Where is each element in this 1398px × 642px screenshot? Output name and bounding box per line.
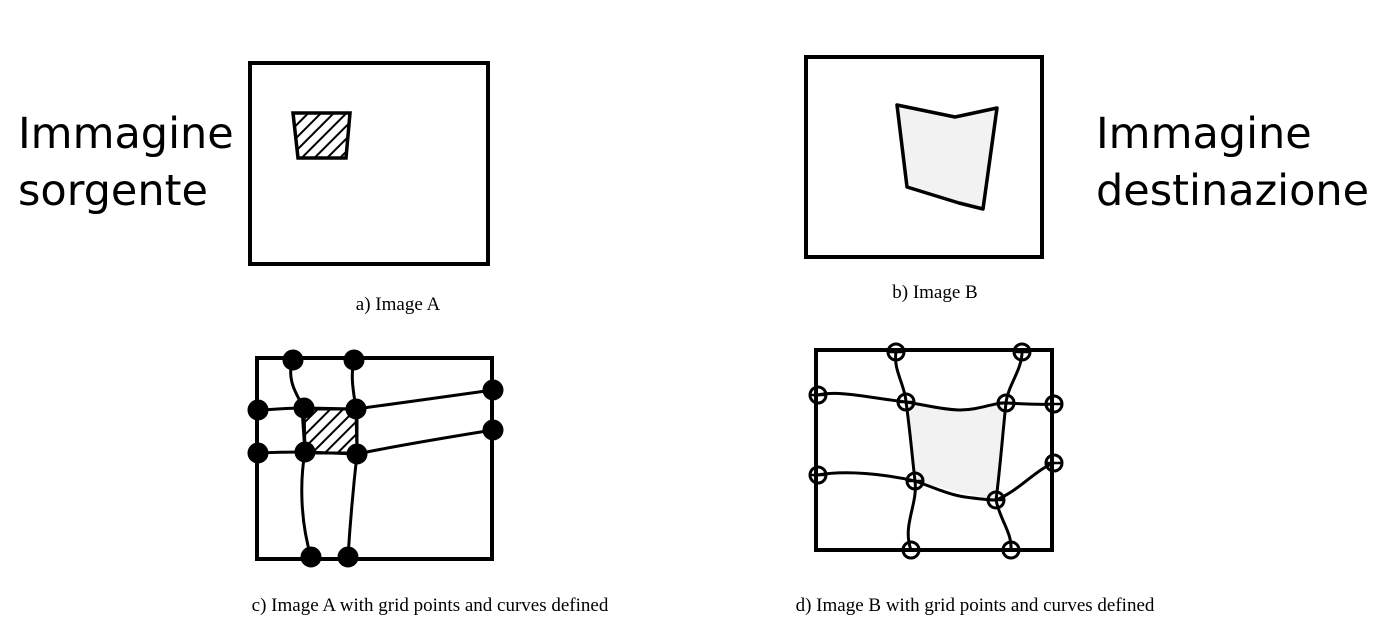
grid-point-open	[1012, 342, 1032, 362]
grid-point-open	[901, 540, 921, 560]
grid-point-open	[1044, 394, 1064, 414]
grid-point-open	[996, 393, 1016, 413]
grid-curve-h2	[257, 428, 494, 456]
grid-point-open	[1044, 453, 1064, 473]
grid-points-open	[808, 342, 1064, 560]
grid-point-open	[1001, 540, 1021, 560]
caption-a: a) Image A	[356, 294, 441, 315]
image-a-hatched-region	[291, 111, 352, 160]
source-label-line2: sorgente	[18, 166, 208, 216]
panel-image-b	[804, 55, 1044, 259]
source-label-line1: Immagine	[18, 109, 234, 159]
grid-point	[482, 419, 504, 441]
grid-curve-v1	[894, 351, 917, 551]
panel-image-a	[248, 61, 490, 266]
grid-point	[247, 442, 269, 464]
grid-point	[293, 397, 315, 419]
grid-point-open	[886, 342, 906, 362]
grid-point	[247, 399, 269, 421]
grid-point	[345, 398, 367, 420]
grid-curve-v2	[994, 351, 1024, 551]
caption-d: d) Image B with grid points and curves d…	[796, 595, 1155, 616]
grid-point	[337, 546, 359, 568]
grid-point	[282, 349, 304, 371]
dest-label-line1: Immagine	[1096, 109, 1312, 159]
grid-point-open	[808, 385, 828, 405]
grid-point	[346, 443, 368, 465]
grid-curve-h1	[817, 391, 1055, 412]
panel-image-a-grid	[247, 349, 504, 568]
caption-c: c) Image A with grid points and curves d…	[252, 595, 609, 616]
panel-image-b-grid	[808, 342, 1064, 560]
grid-curve-h1	[257, 388, 494, 412]
image-b-frame	[804, 55, 1044, 259]
image-b-grid-warped-region	[906, 402, 1006, 500]
image-b-warped-region	[895, 103, 999, 211]
image-b-grid-frame	[814, 348, 1054, 552]
caption-b: b) Image B	[892, 282, 977, 303]
grid-curve-h2	[817, 461, 1055, 502]
grid-point	[482, 379, 504, 401]
grid-point	[294, 441, 316, 463]
grid-point-open	[808, 465, 828, 485]
grid-point	[343, 349, 365, 371]
grid-point-open	[905, 471, 925, 491]
grid-point-open	[986, 490, 1006, 510]
grid-point-open	[896, 392, 916, 412]
grid-point	[300, 546, 322, 568]
image-a-frame	[248, 61, 490, 266]
dest-label-line2: destinazione	[1096, 166, 1369, 216]
